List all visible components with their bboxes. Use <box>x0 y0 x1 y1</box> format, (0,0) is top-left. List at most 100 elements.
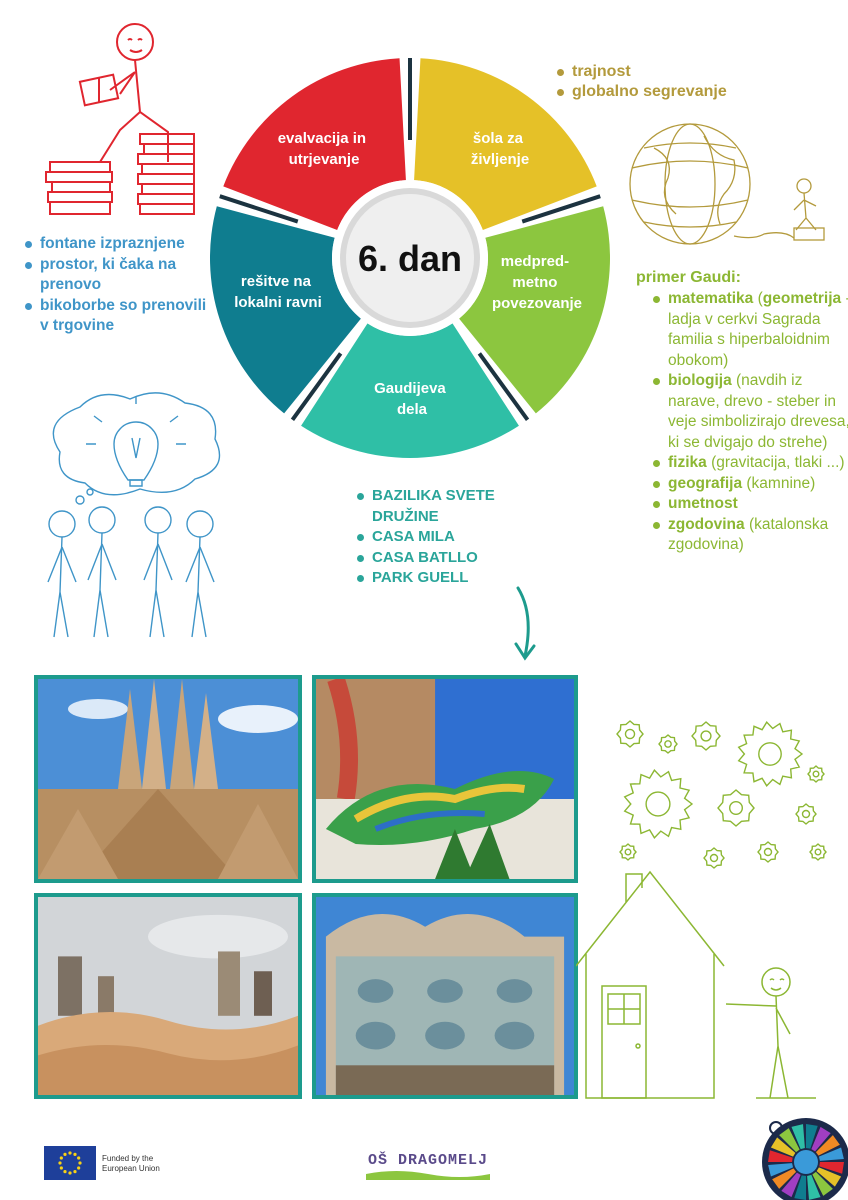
wheel-separator <box>290 352 343 421</box>
topic-wheel: 6. dan evalvacija in utrjevanje šola za … <box>209 58 610 459</box>
gear-hub <box>645 791 671 817</box>
star-icon <box>58 1161 62 1165</box>
wheel-segment <box>414 58 597 231</box>
mini-wheel-segment <box>806 1124 818 1149</box>
star-icon <box>63 1152 67 1156</box>
mini-wheel-segment <box>768 1163 794 1177</box>
list-item: prostor, ki čaka na prenovo <box>25 255 215 296</box>
gear-icon <box>737 721 804 787</box>
gear-hub <box>763 847 773 857</box>
gear-hub <box>624 728 636 740</box>
photo-sagrada-familia <box>34 675 302 883</box>
gear-hub <box>814 848 822 856</box>
mini-wheel-segment <box>816 1167 842 1187</box>
gear-icon <box>717 789 755 827</box>
star-icon <box>73 1170 77 1174</box>
reading-figure-sketch <box>45 23 195 215</box>
wheel-separator <box>521 194 601 224</box>
globe-sketch <box>629 123 825 245</box>
gear-hub <box>801 809 811 819</box>
list-item: PARK GUELL <box>357 568 542 589</box>
wheel-separator <box>219 194 299 224</box>
gear-icon <box>616 720 644 748</box>
star-icon <box>68 1151 72 1155</box>
photo-casa-batllo <box>312 893 578 1099</box>
star-icon <box>68 1171 72 1175</box>
gear-icon <box>809 843 827 861</box>
day-title: 6. dan <box>358 238 462 279</box>
list-item: CASA BATLLO <box>357 548 542 569</box>
eu-funding-text: Funded by the European Union <box>102 1154 160 1173</box>
list-item: umetnost <box>653 494 848 515</box>
photo-park-guell <box>312 675 578 883</box>
list-item: trajnost <box>557 62 727 82</box>
arrow-down-icon <box>514 586 536 661</box>
list-item: matematika (geometrija - ladja v cerkvi … <box>653 289 848 371</box>
mini-wheel-segment <box>791 1124 805 1150</box>
idea-people-sketch <box>47 392 221 638</box>
star-icon <box>77 1166 81 1170</box>
star-icon <box>59 1166 63 1170</box>
mini-wheel-segment <box>819 1162 844 1174</box>
wheel-separator <box>477 352 530 421</box>
photo-casa-mila <box>34 893 302 1099</box>
gear-icon <box>703 847 725 869</box>
mini-wheel-segment <box>768 1150 793 1162</box>
mini-wheel-segment <box>812 1171 833 1196</box>
star-icon <box>59 1156 63 1160</box>
mini-wheel-segment <box>781 1172 801 1198</box>
list-item: CASA MILA <box>357 527 542 548</box>
mini-wheel-segment <box>818 1147 844 1161</box>
gear-icon <box>795 803 817 825</box>
mini-wheel-segment <box>772 1168 797 1189</box>
list-item: zgodovina (katalonska zgodovina) <box>653 515 848 556</box>
list-item: globalno segrevanje <box>557 83 727 100</box>
mini-wheel-segment <box>815 1135 840 1156</box>
mini-wheel-segment <box>807 1174 821 1200</box>
segment-label-gaudijeva: Gaudijeva dela <box>374 380 450 418</box>
list-item: fontane izpraznjene <box>25 234 215 255</box>
gear-hub <box>700 730 712 742</box>
gear-icon <box>807 765 825 783</box>
sustainability-list: trajnost globalno segrevanje <box>552 62 727 102</box>
mini-wheel-segment <box>811 1126 831 1152</box>
local-issues-list: fontane izpraznjene prostor, ki čaka na … <box>20 234 215 337</box>
list-item: biologija (navdih iz narave, drevo - ste… <box>653 371 848 453</box>
segment-label-medpredmetno: medpred- metno povezovanje <box>492 253 582 312</box>
house-person-sketch <box>576 870 816 1099</box>
star-icon <box>63 1170 67 1174</box>
gear-icon <box>658 734 678 754</box>
gear-icon <box>623 769 694 839</box>
project-wheel-logo <box>762 1118 848 1200</box>
school-name: OŠ DRAGOMELJ <box>368 1152 489 1169</box>
gaudi-works-list: BAZILIKA SVETE DRUŽINE CASA MILA CASA BA… <box>352 486 542 589</box>
mini-wheel-segment <box>770 1137 796 1157</box>
gear-icon <box>619 843 637 861</box>
gear-hub <box>624 848 632 856</box>
list-item: BAZILIKA SVETE DRUŽINE <box>357 486 542 527</box>
star-icon <box>77 1156 81 1160</box>
gear-hub <box>664 740 672 748</box>
gear-hub <box>709 853 719 863</box>
gear-icon <box>757 841 779 863</box>
wheel-segment <box>301 323 519 459</box>
wheel-segment <box>459 206 610 414</box>
gears-sketch <box>616 720 827 869</box>
eu-flag-logo <box>44 1146 96 1180</box>
list-item: geografija (kamnine) <box>653 474 848 495</box>
list-item: bikoborbe so prenovili v trgovine <box>25 296 215 337</box>
segment-label-evalvacija: evalvacija in utrjevanje <box>278 130 371 168</box>
wheel-segment <box>223 58 406 231</box>
segment-label-resitve: rešitve na lokalni ravni <box>234 273 322 311</box>
gear-hub <box>758 742 782 766</box>
gear-hub <box>812 770 820 778</box>
mini-wheel-segment <box>779 1128 800 1153</box>
gaudi-example-title: primer Gaudi: <box>636 269 741 286</box>
subjects-list: matematika (geometrija - ladja v cerkvi … <box>648 289 848 556</box>
gear-icon <box>691 721 721 751</box>
mini-wheel-segment <box>794 1175 806 1200</box>
star-icon <box>73 1152 77 1156</box>
school-logo: OŠ DRAGOMELJ <box>366 1148 490 1180</box>
segment-label-sola: šola za življenje <box>471 130 529 168</box>
list-item: fizika (gravitacija, tlaki ...) <box>653 453 848 474</box>
